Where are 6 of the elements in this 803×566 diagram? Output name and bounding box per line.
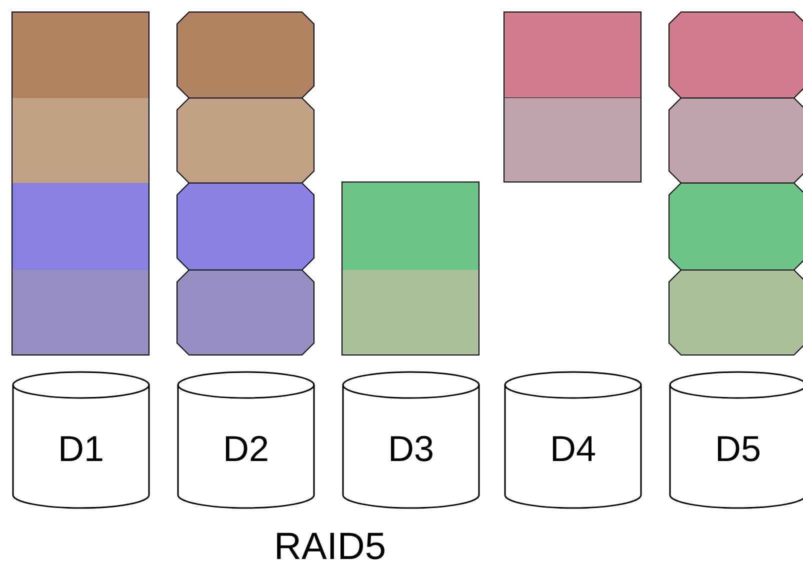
disk-label: D3 <box>386 429 436 469</box>
disk-label: D2 <box>222 429 270 469</box>
disk-label: D4 <box>548 429 598 469</box>
caption: RAID5 <box>273 526 387 566</box>
disk-label: D1 <box>56 429 106 469</box>
disk-label: D5 <box>714 429 762 469</box>
